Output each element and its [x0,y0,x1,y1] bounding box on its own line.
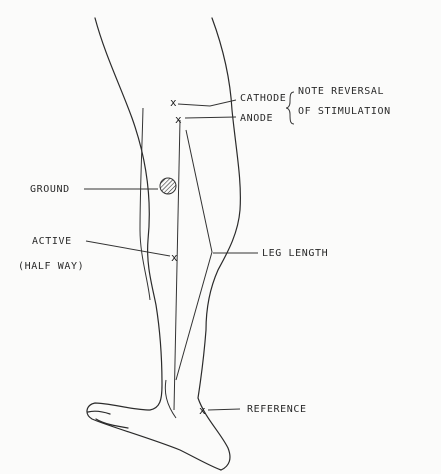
leg-length-label: LEG LENGTH [262,248,328,259]
active-halfway-label: (HALF WAY) [18,261,84,272]
reference-marker: x [199,404,206,417]
reference-label: REFERENCE [247,404,307,415]
cathode-marker: x [170,96,177,109]
tibia-reference-line [174,120,180,410]
leg-length-lines [165,120,212,418]
reference-leader [208,409,240,410]
leg-posterior-contour [87,18,221,470]
active-leader [86,241,170,256]
leg-outline [87,18,240,470]
leg-anterior-contour [198,18,240,470]
cathode-leader [178,100,236,106]
anode-marker: x [175,113,182,126]
note-label-line2: OF STIMULATION [298,106,391,117]
calf-line [140,108,150,300]
leg-length-angle-line [176,130,212,380]
note-label-line1: NOTE REVERSAL [298,86,384,97]
note-bracket [286,92,294,124]
cathode-label: CATHODE [240,93,286,104]
anode-label: ANODE [240,113,273,124]
ground-electrode [160,178,176,194]
anode-leader [185,117,236,118]
active-marker: x [171,251,178,264]
ground-label: GROUND [30,184,70,195]
active-label: ACTIVE [32,236,72,247]
